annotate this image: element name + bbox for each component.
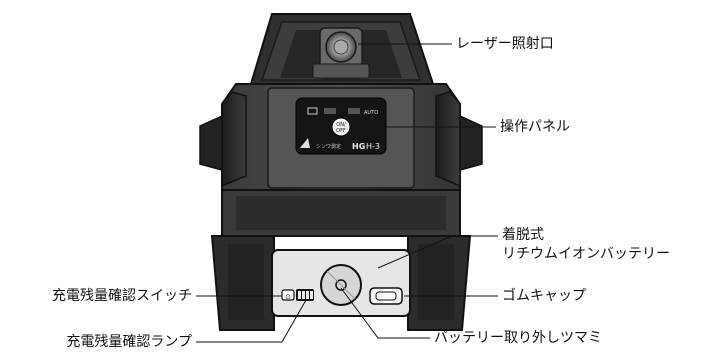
leader-battery-knob bbox=[340, 287, 430, 339]
callout-charge-check-lamp: 充電残量確認ランプ bbox=[66, 334, 192, 350]
callout-battery-knob: バッテリー取り外しツマミ bbox=[434, 330, 602, 346]
rubber-cap[interactable] bbox=[369, 287, 403, 305]
leader-battery bbox=[377, 235, 498, 269]
callout-battery-line2: リチウムイオンバッテリー bbox=[502, 246, 670, 262]
panel-model-light: H-3 bbox=[366, 142, 380, 151]
control-panel: AUTO ON/ OFF シンワ測定 HG H-3 bbox=[295, 97, 387, 155]
power-button-label: OFF bbox=[336, 128, 346, 134]
callout-control-panel: 操作パネル bbox=[500, 119, 570, 135]
charge-check-switch[interactable]: ⊙ bbox=[281, 289, 295, 301]
callout-charge-check-switch: 充電残量確認スイッチ bbox=[52, 288, 192, 304]
power-button-label: ON/ bbox=[336, 122, 346, 128]
svg-text:⊙: ⊙ bbox=[285, 293, 291, 301]
led-indicator bbox=[348, 108, 360, 114]
laser-head bbox=[312, 27, 370, 79]
charge-check-lamp bbox=[296, 289, 314, 301]
callout-laser-aperture: レーザー照射口 bbox=[456, 36, 554, 52]
panel-model-bold: HG bbox=[352, 142, 365, 151]
leader-lines bbox=[196, 43, 498, 343]
callout-battery-line1: 着脱式 bbox=[502, 227, 544, 243]
callout-rubber-cap: ゴムキャップ bbox=[502, 288, 586, 304]
led-indicator bbox=[324, 108, 336, 114]
lower-body bbox=[210, 189, 472, 331]
battery-pack: ⊙ bbox=[271, 249, 411, 317]
panel-brand-text: シンワ測定 bbox=[316, 143, 341, 150]
battery-status-icon bbox=[307, 107, 318, 115]
power-button[interactable] bbox=[331, 117, 351, 137]
leader-charge-lamp bbox=[196, 299, 307, 343]
panel-auto-text: AUTO bbox=[364, 110, 378, 116]
